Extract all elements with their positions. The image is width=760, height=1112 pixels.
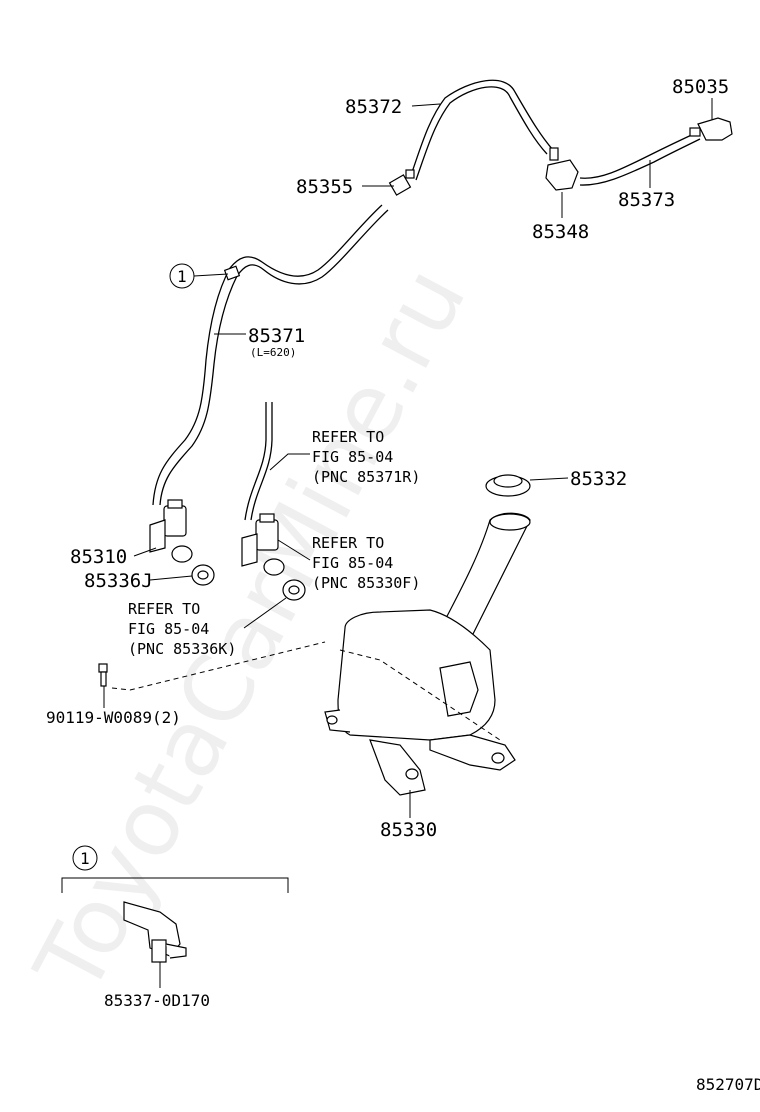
joint-85355 — [388, 169, 415, 196]
label-85371: 85371 (L=620) — [214, 325, 305, 359]
washer-pump-85330f — [241, 513, 285, 576]
svg-text:85310: 85310 — [70, 546, 127, 568]
label-85348: 85348 — [532, 192, 589, 243]
svg-text:REFER TO: REFER TO — [312, 534, 384, 552]
svg-text:REFER TO: REFER TO — [128, 600, 200, 618]
svg-text:90119-W0089(2): 90119-W0089(2) — [46, 708, 181, 727]
svg-text:FIG 85-04: FIG 85-04 — [312, 554, 393, 572]
cap-85332 — [485, 474, 531, 497]
svg-text:(PNC 85330F): (PNC 85330F) — [312, 574, 420, 592]
check-valve-85348 — [545, 147, 579, 191]
figure-code: 852707D — [696, 1075, 760, 1094]
svg-text:(PNC 85336K): (PNC 85336K) — [128, 640, 236, 658]
ref-85336k: REFER TO FIG 85-04 (PNC 85336K) — [128, 597, 287, 658]
svg-text:85355: 85355 — [296, 176, 353, 198]
grommet-85336j — [191, 564, 215, 586]
label-85355: 85355 — [296, 176, 394, 198]
label-85332: 85332 — [529, 468, 627, 490]
bolt-90119 — [98, 663, 108, 687]
clamp-on-hose — [223, 265, 241, 281]
svg-text:85332: 85332 — [570, 468, 627, 490]
svg-text:1: 1 — [177, 267, 187, 286]
washer-pump-85310 — [149, 499, 193, 563]
ref-85371r: REFER TO FIG 85-04 (PNC 85371R) — [269, 428, 420, 486]
label-85310: 85310 — [70, 546, 157, 568]
mounting-dashed-line — [111, 641, 501, 741]
svg-text:85035: 85035 — [672, 76, 729, 98]
svg-text:85330: 85330 — [380, 819, 437, 841]
inset-clamp-detail: 1 85337-0D170 — [61, 845, 289, 1010]
svg-text:REFER TO: REFER TO — [312, 428, 384, 446]
label-85372: 85372 — [345, 96, 441, 118]
hose-85371r — [244, 402, 273, 521]
svg-text:85371: 85371 — [248, 325, 305, 347]
svg-text:(PNC 85371R): (PNC 85371R) — [312, 468, 420, 486]
hose-85372 — [409, 79, 554, 181]
label-85035: 85035 — [672, 76, 729, 120]
washer-tank-85330 — [324, 512, 531, 796]
svg-text:85336J: 85336J — [84, 570, 153, 592]
label-85330: 85330 — [380, 790, 437, 841]
label-85373: 85373 — [618, 160, 675, 211]
svg-text:(L=620): (L=620) — [250, 346, 296, 359]
svg-text:FIG 85-04: FIG 85-04 — [128, 620, 209, 638]
clamp-85337 — [123, 901, 187, 963]
label-90119: 90119-W0089(2) — [46, 686, 181, 727]
svg-text:85337-0D170: 85337-0D170 — [104, 991, 210, 1010]
svg-text:85372: 85372 — [345, 96, 402, 118]
label-85336j: 85336J — [84, 570, 193, 592]
svg-text:85373: 85373 — [618, 189, 675, 211]
svg-text:1: 1 — [80, 849, 90, 868]
callout-1-on-hose: 1 — [169, 263, 229, 289]
svg-text:85348: 85348 — [532, 221, 589, 243]
grommet-85336k — [282, 579, 306, 601]
nozzle-85035 — [689, 117, 733, 141]
svg-text:FIG 85-04: FIG 85-04 — [312, 448, 393, 466]
hose-85373 — [579, 131, 701, 186]
ref-85330f: REFER TO FIG 85-04 (PNC 85330F) — [277, 534, 420, 592]
